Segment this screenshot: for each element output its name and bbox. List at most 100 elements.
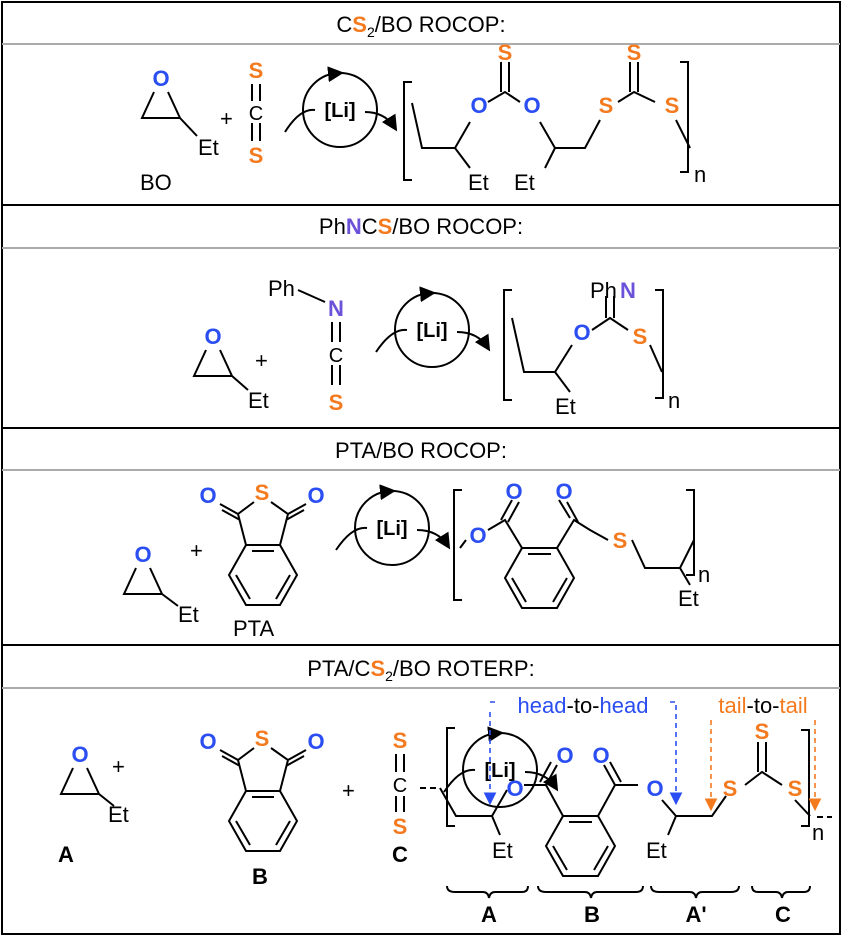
head-to-head-annotation: head-to-head — [483, 693, 676, 802]
monomer-b-phthalic-thioanhydride: S O O B — [199, 726, 324, 889]
svg-text:S: S — [633, 324, 648, 349]
svg-text:O: O — [506, 776, 523, 801]
svg-text:S: S — [255, 480, 270, 505]
phenyl-isothiocyanate: Ph N C S — [268, 276, 344, 415]
svg-text:[Li]: [Li] — [484, 760, 515, 782]
svg-text:O: O — [646, 776, 663, 801]
svg-text:N: N — [620, 278, 636, 303]
svg-text:C: C — [775, 902, 791, 927]
svg-text:S: S — [249, 143, 264, 168]
svg-text:S: S — [613, 528, 628, 553]
svg-text:O: O — [307, 729, 324, 754]
svg-text:+: + — [190, 538, 203, 563]
phthalic-thioanhydride: S O O PTA — [199, 480, 324, 641]
svg-text:Et: Et — [555, 394, 576, 419]
svg-text:Et: Et — [108, 802, 129, 827]
svg-text:A': A' — [685, 902, 706, 927]
tail-to-tail-annotation: tail-to-tail — [704, 693, 822, 812]
pta-label: PTA — [233, 616, 274, 641]
svg-text:n: n — [694, 162, 706, 187]
svg-text:Et: Et — [248, 388, 269, 413]
tail-to-tail-label: tail-to-tail — [718, 693, 807, 718]
svg-text:O: O — [556, 743, 573, 768]
svg-text:+: + — [342, 778, 355, 803]
svg-text:O: O — [592, 743, 609, 768]
svg-text:+: + — [220, 106, 233, 131]
svg-text:C: C — [392, 842, 408, 867]
svg-text:Et: Et — [678, 586, 699, 611]
svg-text:O: O — [307, 483, 324, 508]
svg-text:S: S — [255, 726, 270, 751]
svg-text:O: O — [523, 93, 540, 118]
svg-text:Et: Et — [178, 602, 199, 627]
svg-text:S: S — [627, 40, 642, 65]
panel-title: PhNCS/BO ROCOP: — [319, 214, 523, 239]
product-polymer-2: O Ph N S Et n — [503, 278, 680, 419]
svg-text:Et: Et — [492, 838, 513, 863]
product-polymer-3: O O O S Et n — [453, 479, 710, 611]
svg-text:Et: Et — [646, 838, 667, 863]
carbon-disulfide: S C S — [249, 58, 264, 168]
li-catalyst-arrow: [Li] — [284, 66, 398, 148]
svg-text:S: S — [498, 40, 513, 65]
svg-text:+: + — [112, 754, 125, 779]
svg-text:Ph: Ph — [268, 276, 295, 301]
panel-pta-cs2-bo-roterp: PTA/CS2/BO ROTERP: O Et A + S O O B + S … — [58, 656, 832, 927]
svg-text:S: S — [755, 719, 770, 744]
svg-text:O: O — [470, 93, 487, 118]
svg-text:n: n — [812, 820, 824, 845]
svg-text:S: S — [665, 93, 680, 118]
svg-text:S: S — [788, 776, 803, 801]
butylene-oxide: O Et — [192, 324, 269, 413]
svg-text:S: S — [393, 728, 408, 753]
panel-title: PTA/CS2/BO ROTERP: — [307, 656, 534, 684]
svg-text:A: A — [481, 902, 497, 927]
li-catalyst-arrow: [Li] — [335, 484, 451, 566]
panel-pta-bo-rocop: PTA/BO ROCOP: O Et + S O O PTA [Li] O O … — [122, 438, 710, 641]
svg-text:O: O — [573, 320, 590, 345]
svg-text:S: S — [599, 93, 614, 118]
svg-text:O: O — [555, 479, 572, 504]
li-catalyst-arrow: [Li] — [443, 726, 559, 808]
svg-text:C: C — [393, 775, 407, 797]
svg-text:O: O — [152, 66, 169, 91]
panel-phncs-bo-rocop: PhNCS/BO ROCOP: O Et + Ph N C S [Li] O P… — [192, 214, 680, 419]
head-to-head-label: head-to-head — [518, 693, 649, 718]
svg-text:O: O — [204, 324, 221, 349]
svg-text:n: n — [668, 388, 680, 413]
svg-text:Et: Et — [514, 170, 535, 195]
panel-cs2-bo-rocop: CS2/BO ROCOP: O Et BO + S C S [Li] O S O — [140, 12, 706, 195]
monomer-a-butylene-oxide: O Et A — [58, 742, 129, 867]
svg-text:O: O — [469, 523, 486, 548]
svg-text:S: S — [249, 58, 264, 83]
svg-text:S: S — [393, 814, 408, 839]
svg-text:Et: Et — [468, 170, 489, 195]
svg-text:O: O — [199, 483, 216, 508]
butylene-oxide: O Et BO — [140, 66, 219, 195]
svg-text:[Li]: [Li] — [376, 518, 407, 540]
dividers — [2, 43, 840, 689]
bo-label: BO — [140, 170, 172, 195]
panel-title: CS2/BO ROCOP: — [336, 12, 505, 40]
svg-text:O: O — [71, 742, 88, 767]
svg-text:S: S — [329, 390, 344, 415]
svg-text:N: N — [328, 296, 344, 321]
panel-title: PTA/BO ROCOP: — [335, 438, 507, 463]
svg-text:O: O — [134, 542, 151, 567]
product-polymer-1: O S O Et Et S S S n — [403, 40, 706, 195]
svg-text:[Li]: [Li] — [416, 320, 447, 342]
butylene-oxide: O Et — [122, 542, 199, 627]
svg-text:C: C — [329, 345, 343, 367]
svg-text:Ph: Ph — [590, 278, 617, 303]
svg-text:A: A — [58, 842, 74, 867]
monomer-c-carbon-disulfide: S C S C — [392, 728, 408, 867]
svg-text:Et: Et — [198, 135, 219, 160]
svg-text:S: S — [723, 776, 738, 801]
svg-text:+: + — [255, 348, 268, 373]
svg-text:O: O — [199, 729, 216, 754]
svg-text:n: n — [698, 562, 710, 587]
segment-braces: A B A' C — [446, 885, 811, 927]
svg-text:[Li]: [Li] — [324, 100, 355, 122]
